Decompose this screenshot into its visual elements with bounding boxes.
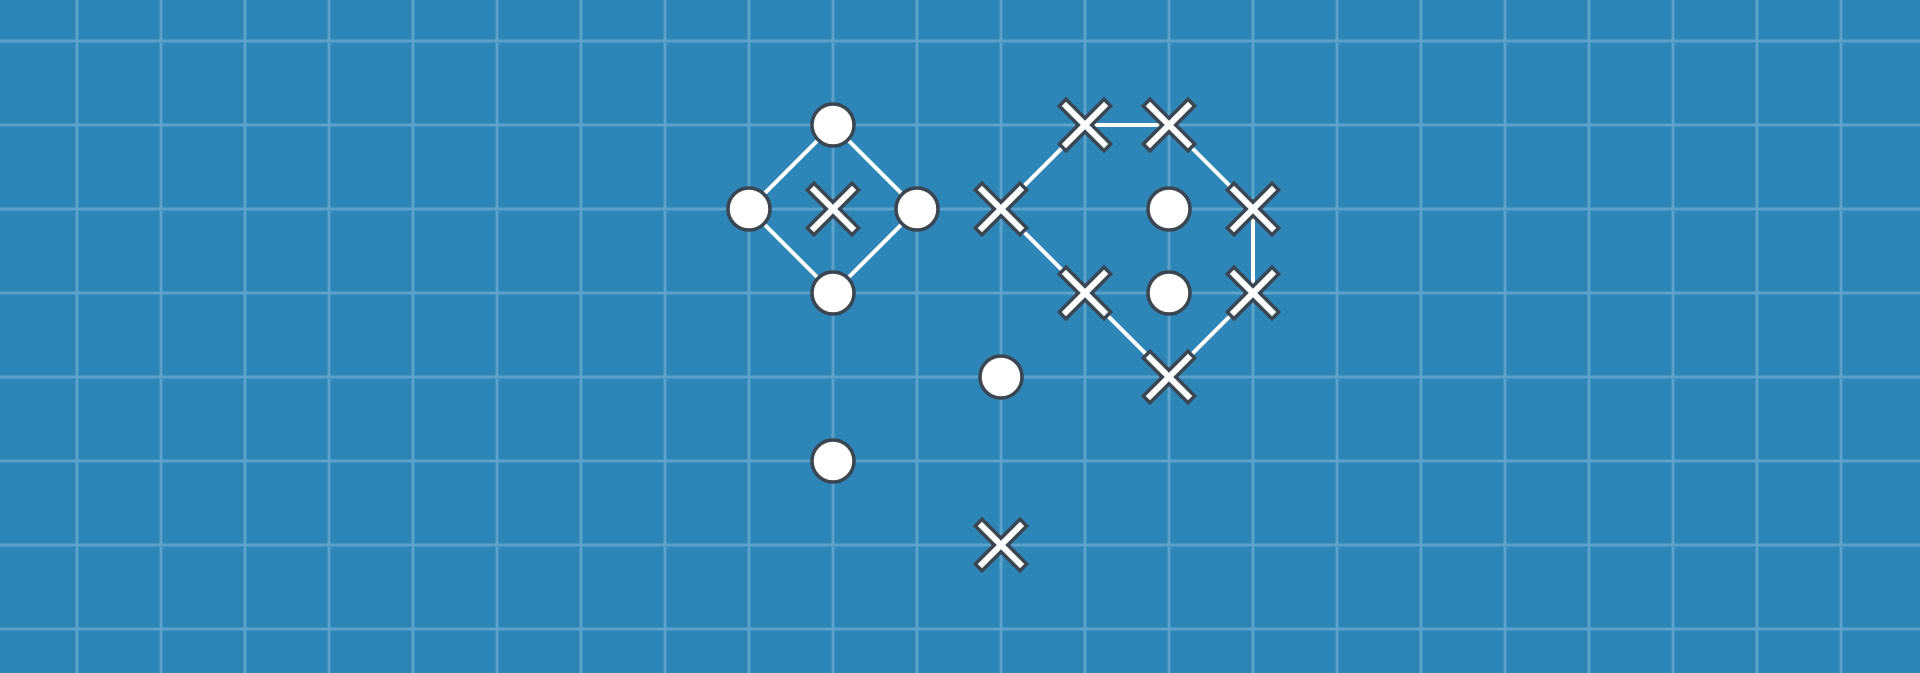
- cross-piece[interactable]: [1224, 264, 1282, 322]
- circle-icon: [978, 354, 1024, 400]
- cross-icon: [809, 185, 857, 233]
- circle-icon: [1146, 186, 1192, 232]
- circle-piece[interactable]: [1146, 270, 1192, 316]
- cross-piece[interactable]: [972, 180, 1030, 238]
- cross-icon: [977, 185, 1025, 233]
- cross-piece[interactable]: [972, 516, 1030, 574]
- cross-piece[interactable]: [1056, 96, 1114, 154]
- cross-piece[interactable]: [1224, 180, 1282, 238]
- circle-icon: [810, 438, 856, 484]
- circle-piece[interactable]: [810, 270, 856, 316]
- circle-icon: [894, 186, 940, 232]
- cross-icon: [1145, 353, 1193, 401]
- circle-piece[interactable]: [1146, 186, 1192, 232]
- circle-icon: [726, 186, 772, 232]
- circle-piece[interactable]: [978, 354, 1024, 400]
- cross-icon: [977, 521, 1025, 569]
- cross-icon: [1229, 269, 1277, 317]
- cross-piece[interactable]: [1140, 348, 1198, 406]
- circle-icon: [1146, 270, 1192, 316]
- cross-piece[interactable]: [1056, 264, 1114, 322]
- cross-icon: [1145, 101, 1193, 149]
- circle-piece[interactable]: [894, 186, 940, 232]
- cross-piece[interactable]: [804, 180, 862, 238]
- cross-icon: [1061, 269, 1109, 317]
- circle-icon: [810, 102, 856, 148]
- board-pieces: [726, 96, 1282, 574]
- circle-piece[interactable]: [810, 438, 856, 484]
- cross-icon: [1061, 101, 1109, 149]
- circle-piece[interactable]: [726, 186, 772, 232]
- cross-piece[interactable]: [1140, 96, 1198, 154]
- circle-piece[interactable]: [810, 102, 856, 148]
- cross-icon: [1229, 185, 1277, 233]
- circle-icon: [810, 270, 856, 316]
